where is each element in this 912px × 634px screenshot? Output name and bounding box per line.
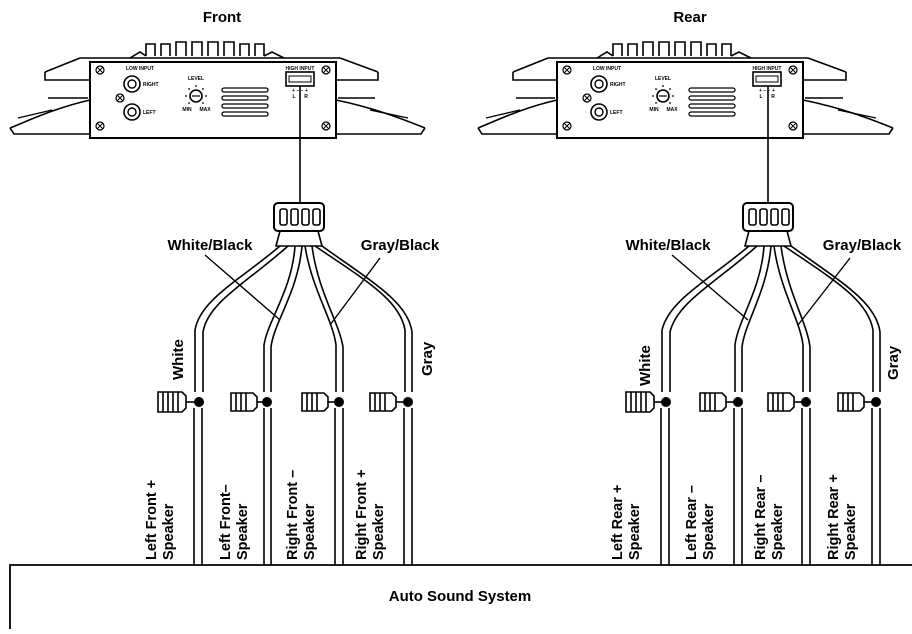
speaker-label-left-front-minus-line2: Speaker [235, 503, 251, 560]
rear-rca-right-jack-icon [590, 75, 608, 93]
speaker-label-right-front-plus-line1: Right Front + [354, 469, 370, 560]
rear-splice-2-icon [699, 392, 743, 412]
front-max-label: MAX [199, 107, 211, 113]
rear-vent-slots [688, 87, 736, 117]
speaker-label-left-front-plus-line1: Left Front + [144, 480, 160, 560]
front-system: Front [9, 9, 440, 565]
front-left-label: LEFT [143, 110, 156, 116]
front-low-input-label: LOW INPUT [126, 66, 154, 72]
rear-leader-gray-black [797, 257, 851, 326]
front-leader-white-black [204, 254, 281, 321]
rear-wire-harness-connector-icon [742, 202, 794, 247]
speaker-label-right-rear-minus-line2: Speaker [770, 503, 786, 560]
speaker-label-right-rear-plus-line2: Speaker [843, 503, 859, 560]
rear-level-label: LEVEL [655, 76, 671, 82]
front-splice-3-icon [301, 392, 344, 412]
rear-leader-white-black [671, 254, 749, 321]
speaker-label-right-front-minus-line1: Right Front – [285, 470, 301, 560]
front-level-label: LEVEL [188, 76, 204, 82]
rear-left-label: LEFT [610, 110, 623, 116]
rear-screw-tr-icon [788, 65, 798, 75]
front-high-input-label: HIGH INPUT [286, 66, 315, 72]
rear-wire-white-black-label: White/Black [625, 237, 711, 254]
rear-wire-gray-label: Gray [885, 345, 902, 380]
rear-splice-4-icon [837, 392, 881, 412]
front-high-input-port-icon[interactable] [285, 71, 315, 87]
front-splice-4-icon [369, 392, 413, 412]
rear-screw-tl-icon [562, 65, 572, 75]
front-title: Front [203, 9, 241, 26]
rear-speaker-wires [660, 408, 881, 565]
front-high-l-label: L [292, 94, 295, 100]
speaker-label-right-rear-plus-line1: Right Rear + [826, 474, 842, 560]
rear-wire-white-label: White [637, 345, 654, 386]
front-level-knob-icon[interactable] [185, 85, 207, 104]
speaker-label-left-rear-plus-line1: Left Rear + [610, 485, 626, 560]
front-screw-bl-icon [95, 121, 105, 131]
speaker-label-right-front-minus-line2: Speaker [302, 503, 318, 560]
speaker-label-left-front-plus-line2: Speaker [161, 503, 177, 560]
speaker-label-left-rear-minus-line1: Left Rear – [684, 485, 700, 560]
front-screw-ml-icon [115, 93, 125, 103]
rear-screw-ml-icon [582, 93, 592, 103]
front-wire-gray-label: Gray [419, 341, 436, 376]
front-screw-br-icon [321, 121, 331, 131]
front-wire-white-label: White [170, 339, 187, 380]
speaker-label-right-front-plus-line2: Speaker [371, 503, 387, 560]
front-screw-tl-icon [95, 65, 105, 75]
rear-speaker-labels: Left Rear + Speaker Left Rear – Speaker … [610, 474, 859, 560]
front-wires [194, 245, 413, 392]
rear-rca-left-jack-icon [590, 103, 608, 121]
front-min-label: MIN [182, 107, 192, 113]
speaker-label-left-rear-plus-line2: Speaker [627, 503, 643, 560]
rear-low-input-label: LOW INPUT [593, 66, 621, 72]
front-vent-slots [221, 87, 269, 117]
rear-amplifier: LOW INPUT RIGHT LEFT LEVEL [477, 41, 894, 139]
front-speaker-labels: Left Front + Speaker Left Front– Speaker… [144, 469, 387, 560]
rear-max-label: MAX [666, 107, 678, 113]
rear-wire-gray-black-label: Gray/Black [823, 237, 902, 254]
rear-high-input-port-icon[interactable] [752, 71, 782, 87]
front-rca-right-jack-icon [123, 75, 141, 93]
front-right-label: RIGHT [143, 82, 159, 88]
rear-right-label: RIGHT [610, 82, 626, 88]
auto-sound-system-box: Auto Sound System [9, 564, 912, 629]
front-wire-gray-black-label: Gray/Black [361, 237, 440, 254]
speaker-label-left-front-minus-line1: Left Front– [218, 484, 234, 560]
rear-high-signs: + − − + [759, 88, 775, 94]
front-amplifier: LOW INPUT RIGHT LEFT LEVEL [9, 41, 426, 139]
rear-title: Rear [673, 9, 707, 26]
front-splice-1-icon [157, 391, 204, 413]
rear-level-knob-icon[interactable] [652, 85, 674, 104]
front-screw-tr-icon [321, 65, 331, 75]
rear-high-l-label: L [759, 94, 762, 100]
front-speaker-wires [193, 408, 413, 565]
front-splice-2-icon [230, 392, 272, 412]
rear-screw-br-icon [788, 121, 798, 131]
speaker-label-left-rear-minus-line2: Speaker [701, 503, 717, 560]
auto-sound-system-label: Auto Sound System [389, 588, 532, 605]
rear-wires [661, 245, 881, 392]
rear-splice-1-icon [625, 391, 671, 413]
rear-system: Rear [477, 9, 902, 565]
speaker-label-right-rear-minus-line1: Right Rear – [753, 475, 769, 560]
rear-screw-bl-icon [562, 121, 572, 131]
front-rca-left-jack-icon [123, 103, 141, 121]
rear-splice-3-icon [767, 392, 811, 412]
rear-high-r-label: R [771, 94, 775, 100]
front-leader-gray-black [329, 257, 381, 326]
front-wire-harness-connector-icon [273, 202, 325, 247]
rear-high-input-label: HIGH INPUT [753, 66, 782, 72]
front-high-r-label: R [304, 94, 308, 100]
front-wire-white-black-label: White/Black [167, 237, 253, 254]
rear-min-label: MIN [649, 107, 659, 113]
